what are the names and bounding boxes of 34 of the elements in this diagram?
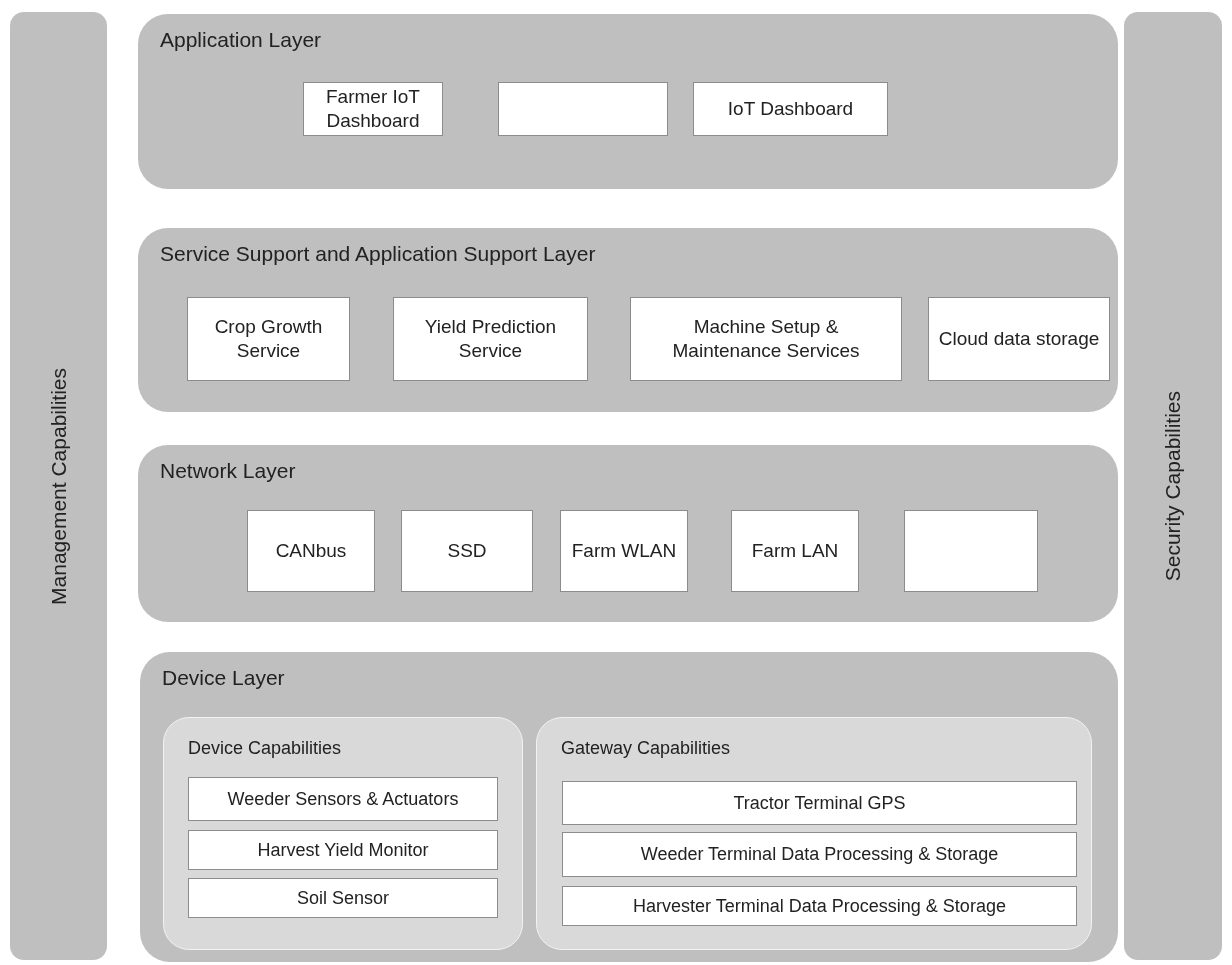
component-box: Harvest Yield Monitor — [188, 830, 498, 870]
component-box: Cloud data storage — [928, 297, 1110, 381]
component-box: Crop Growth Service — [187, 297, 350, 381]
panel-title: Device Capabilities — [188, 738, 342, 759]
layer-panel — [138, 228, 1118, 412]
component-box: SSD — [401, 510, 533, 592]
component-box: Machine Setup & Maintenance Services — [630, 297, 902, 381]
band-label: Management Capabilities — [46, 367, 71, 605]
layer-panel — [138, 14, 1118, 189]
component-box: Weeder Terminal Data Processing & Storage — [562, 832, 1077, 877]
component-box: Harvester Terminal Data Processing & Storage — [562, 886, 1077, 926]
component-box: Soil Sensor — [188, 878, 498, 918]
layer-panel — [140, 652, 1118, 962]
layer-title: Network Layer — [160, 459, 296, 483]
component-box: Tractor Terminal GPS — [562, 781, 1077, 825]
panel-title: Gateway Capabilities — [561, 738, 731, 759]
band-label: Security Capabilities — [1161, 390, 1185, 582]
empty-component-box — [904, 510, 1038, 592]
component-box: Weeder Sensors & Actuators — [188, 777, 498, 821]
component-box: Farmer IoT Dashboard — [303, 82, 443, 136]
layer-title: Application Layer — [160, 28, 322, 52]
layer-panel — [138, 445, 1118, 622]
empty-component-box — [498, 82, 668, 136]
capability-band — [1124, 12, 1222, 960]
component-box: IoT Dashboard — [693, 82, 888, 136]
component-box: CANbus — [247, 510, 375, 592]
component-box: Farm WLAN — [560, 510, 688, 592]
capability-panel — [163, 717, 523, 950]
component-box: Farm LAN — [731, 510, 859, 592]
capability-band — [10, 12, 107, 960]
layer-title: Service Support and Application Support Layer — [160, 242, 596, 266]
layer-title: Device Layer — [162, 666, 285, 690]
component-box: Yield Prediction Service — [393, 297, 588, 381]
capability-panel — [536, 717, 1092, 950]
